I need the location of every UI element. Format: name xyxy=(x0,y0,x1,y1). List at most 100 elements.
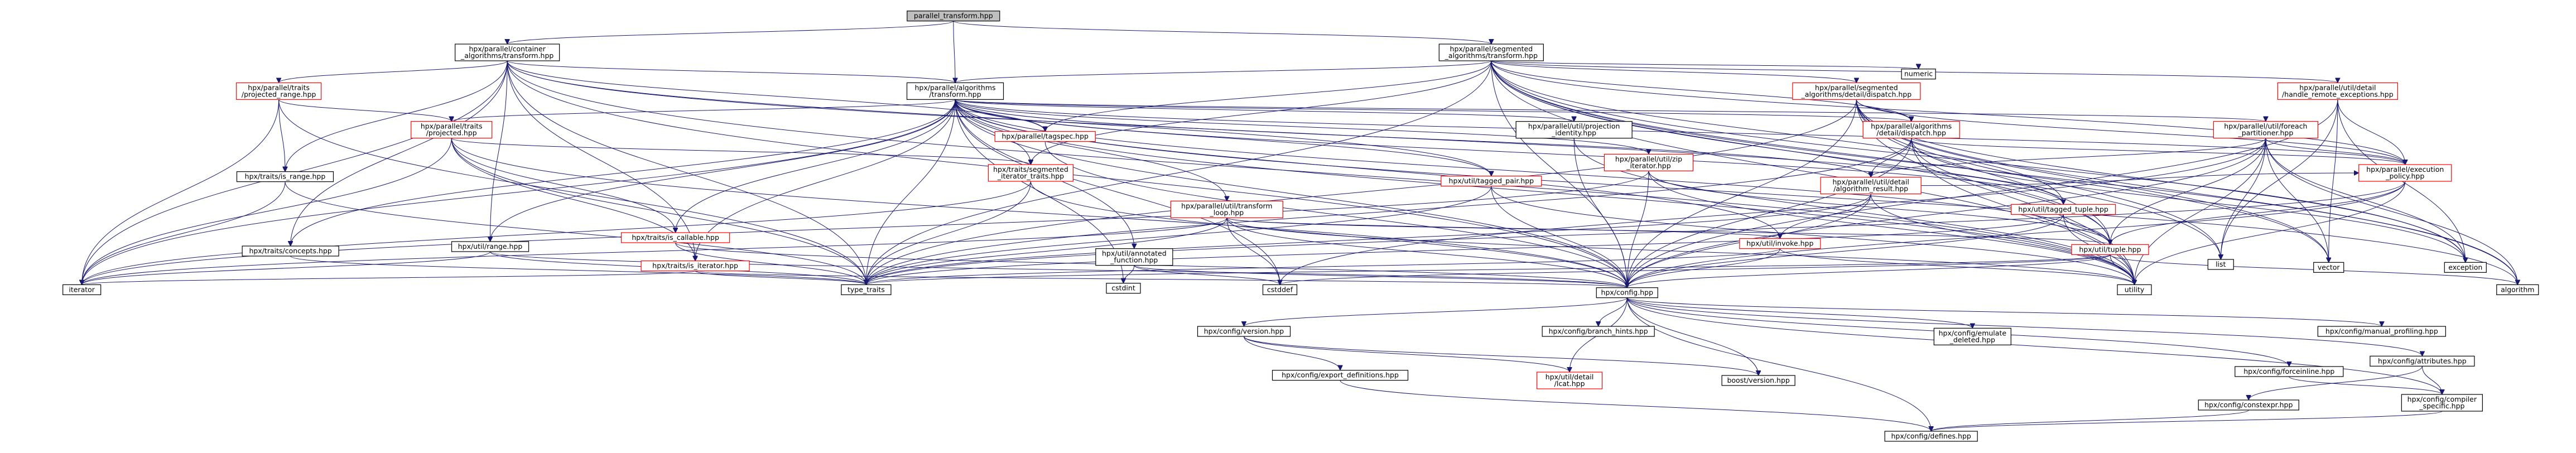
edge-config-to-defines xyxy=(1626,297,1931,431)
node-handle-remote-exceptions[interactable]: hpx/parallel/util/detail/handle_remote_e… xyxy=(2277,82,2398,100)
edge-zip_iterator-to-config xyxy=(1627,171,1649,287)
edge-is_range-to-type_traits xyxy=(285,181,866,285)
node-tagspec[interactable]: hpx/parallel/tagspec.hpp xyxy=(994,131,1096,142)
node-algo-detail-dispatch[interactable]: hpx/parallel/algorithms/detail/dispatch.… xyxy=(1862,121,1960,139)
node-defines[interactable]: hpx/config/defines.hpp xyxy=(1884,431,1978,442)
node-forceinline[interactable]: hpx/config/forceinline.hpp xyxy=(2235,366,2344,377)
edge-tagged_pair-to-utility xyxy=(1491,186,2135,285)
node-annotated-function[interactable]: hpx/util/annotated_function.hpp xyxy=(1095,248,1173,266)
node-foreach-partitioner[interactable]: hpx/parallel/util/foreach_partitioner.hp… xyxy=(2213,121,2318,139)
node-is-iterator[interactable]: hpx/traits/is_iterator.hpp xyxy=(641,261,750,272)
node-traits-projected-range[interactable]: hpx/parallel/traits/projected_range.hpp xyxy=(236,82,322,100)
edge-segmented_dispatch-to-execution_policy xyxy=(1856,99,2405,165)
edge-container_transform-to-concepts xyxy=(291,60,508,246)
edge-segmented_transform-to-algorithm xyxy=(1491,60,2517,285)
node-segmented-transform[interactable]: hpx/parallel/segmented_algorithms/transf… xyxy=(1438,44,1544,61)
node-label: hpx/traits/is_callable.hpp xyxy=(632,233,719,242)
edge-segmented_transform-to-tagspec xyxy=(1045,60,1492,132)
node-label: list xyxy=(2216,260,2226,268)
edge-is_range-to-iterator xyxy=(82,181,286,285)
node-boost-version[interactable]: boost/version.hpp xyxy=(1721,375,1795,386)
node-algorithm-result[interactable]: hpx/parallel/util/detail/algorithm_resul… xyxy=(1820,177,1922,195)
node-attributes[interactable]: hpx/config/attributes.hpp xyxy=(2370,355,2475,367)
node-label: boost/version.hpp xyxy=(1727,376,1789,384)
node-label: hpx/config/branch_hints.hpp xyxy=(1549,327,1648,335)
node-invoke[interactable]: hpx/util/invoke.hpp xyxy=(1739,238,1821,249)
node-box xyxy=(1170,200,1283,218)
node-execution-policy[interactable]: hpx/parallel/execution_policy.hpp xyxy=(2358,164,2452,182)
edge-foreach_partitioner-to-algorithm xyxy=(2265,138,2517,285)
node-label: hpx/traits/is_iterator.hpp xyxy=(652,262,738,270)
node-container-transform[interactable]: hpx/parallel/container_algorithms/transf… xyxy=(455,44,560,61)
node-segmented-iterator-traits[interactable]: hpx/traits/segmented_iterator_traits.hpp xyxy=(988,164,1074,182)
node-branch-hints[interactable]: hpx/config/branch_hints.hpp xyxy=(1542,326,1655,337)
edge-config-to-attributes xyxy=(1626,297,2422,356)
edge-util_range-to-config xyxy=(490,251,1628,288)
edge-transform_loop-to-util_tuple xyxy=(1226,217,2110,245)
node-cstdint[interactable]: cstdint xyxy=(1106,283,1141,294)
node-box xyxy=(1596,287,1658,298)
node-tagged-pair[interactable]: hpx/util/tagged_pair.hpp xyxy=(1441,176,1542,187)
node-transform-loop[interactable]: hpx/parallel/util/transform_loop.hpp xyxy=(1170,200,1283,218)
node-vector[interactable]: vector xyxy=(2313,262,2344,273)
edge-util_tuple-to-type_traits xyxy=(866,254,2111,285)
node-box xyxy=(1095,248,1173,266)
node-label: /algorithm_result.hpp xyxy=(1833,185,1908,193)
node-iterator[interactable]: iterator xyxy=(62,284,102,295)
edge-handle_remote_exceptions-to-vector xyxy=(2329,99,2338,262)
edge-algo_detail_dispatch-to-execution_policy xyxy=(1911,138,2405,165)
node-tagged-tuple[interactable]: hpx/util/tagged_tuple.hpp xyxy=(2011,204,2116,215)
node-list[interactable]: list xyxy=(2207,259,2234,270)
edge-projection_identity-to-config xyxy=(1573,138,1627,288)
node-config-version[interactable]: hpx/config/version.hpp xyxy=(1197,326,1291,337)
node-is-callable[interactable]: hpx/traits/is_callable.hpp xyxy=(621,232,730,243)
node-label: hpx/util/tagged_pair.hpp xyxy=(1449,177,1534,185)
edge-traits_projected-to-segmented_iterator_traits xyxy=(451,138,1031,165)
edge-attributes-to-compiler_specific xyxy=(2421,366,2442,394)
node-segmented-dispatch[interactable]: hpx/parallel/segmented_algorithms/detail… xyxy=(1792,82,1921,100)
node-algorithm[interactable]: algorithm xyxy=(2496,284,2539,295)
edge-util_tuple-to-config xyxy=(1627,254,2111,288)
node-compiler-specific[interactable]: hpx/config/compiler_specific.hpp xyxy=(2401,394,2483,412)
edge-root-to-segmented_transform xyxy=(953,21,1491,45)
node-zip-iterator[interactable]: hpx/parallel/util/zip_iterator.hpp xyxy=(1604,153,1694,171)
node-constexpr[interactable]: hpx/config/constexpr.hpp xyxy=(2198,399,2299,411)
node-box xyxy=(1272,370,1409,381)
node-label: hpx/parallel/util/detail xyxy=(1833,178,1909,186)
edge-segmented_transform-to-numeric xyxy=(1491,60,1919,70)
node-label: /lcat.hpp xyxy=(1554,379,1585,388)
node-projection-identity[interactable]: hpx/parallel/util/projection_identity.hp… xyxy=(1515,121,1633,139)
edge-config_version-to-export_definitions xyxy=(1244,336,1340,370)
node-concepts[interactable]: hpx/traits/concepts.hpp xyxy=(242,245,339,257)
node-exception[interactable]: exception xyxy=(2444,262,2487,273)
edge-foreach_partitioner-to-config xyxy=(1627,138,2266,288)
edge-traits_projected_range-to-is_range xyxy=(278,99,285,171)
edge-segmented_transform-to-execution_policy xyxy=(1491,60,2405,165)
edge-algorithms_transform-to-tagged_tuple xyxy=(955,99,2063,204)
node-util-tuple[interactable]: hpx/util/tuple.hpp xyxy=(2071,244,2149,255)
node-manual-profiling[interactable]: hpx/config/manual_profiling.hpp xyxy=(2317,326,2446,337)
edge-container_transform-to-type_traits xyxy=(507,60,866,285)
node-lcos-local-detail[interactable]: hpx/util/detail/lcat.hpp xyxy=(1536,372,1603,389)
edge-config_version-to-lcos_local_detail xyxy=(1244,336,1570,373)
node-box xyxy=(641,261,750,272)
edge-segmented_dispatch-to-algo_detail_dispatch xyxy=(1856,99,1911,122)
node-box xyxy=(1820,177,1922,195)
node-root: parallel_transform.hpp xyxy=(907,11,1000,22)
node-box xyxy=(988,164,1074,182)
node-is-range[interactable]: hpx/traits/is_range.hpp xyxy=(236,171,334,182)
node-config[interactable]: hpx/config.hpp xyxy=(1596,287,1658,298)
node-utility[interactable]: utility xyxy=(2117,284,2152,295)
node-util-range[interactable]: hpx/util/range.hpp xyxy=(451,241,529,252)
node-export-definitions[interactable]: hpx/config/export_definitions.hpp xyxy=(1272,370,1409,381)
node-label: _iterator.hpp xyxy=(1626,161,1670,170)
node-box xyxy=(2370,355,2475,367)
node-traits-projected[interactable]: hpx/parallel/traits/projected.hpp xyxy=(411,121,493,139)
node-type-traits[interactable]: type_traits xyxy=(841,284,892,295)
node-emulate-deleted[interactable]: hpx/config/emulate_deleted.hpp xyxy=(1933,327,2011,345)
node-cstddef[interactable]: cstddef xyxy=(1262,284,1298,295)
edge-config-to-manual_profiling xyxy=(1626,297,2382,327)
node-label: hpx/parallel/tagspec.hpp xyxy=(1002,132,1089,141)
node-algorithms-transform[interactable]: hpx/parallel/algorithms/transform.hpp xyxy=(906,82,1004,100)
node-numeric[interactable]: numeric xyxy=(1901,69,1936,80)
